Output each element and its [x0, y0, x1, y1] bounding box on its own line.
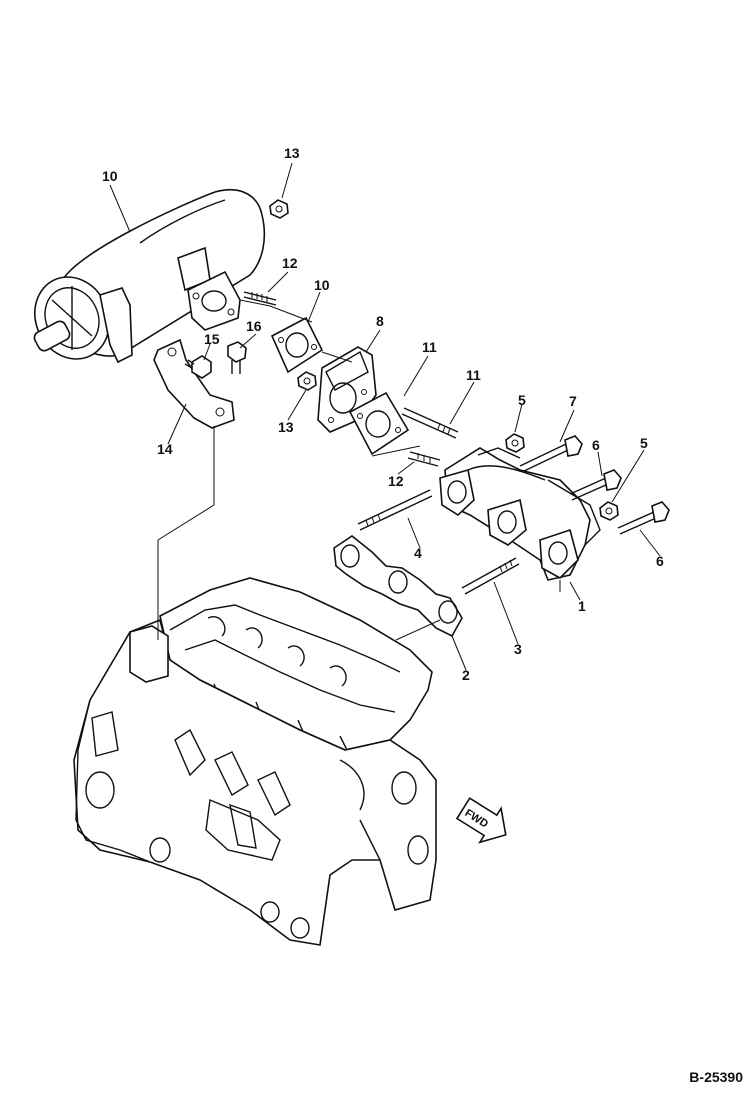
callout-6-upper: 6 — [592, 437, 600, 453]
callout-8: 8 — [376, 313, 384, 329]
fwd-arrow: FWD — [455, 797, 507, 844]
nut-13-upper — [269, 199, 289, 219]
callout-5-lower: 5 — [640, 435, 648, 451]
stud-3 — [461, 557, 520, 595]
callout-9: 10 — [102, 168, 118, 184]
bolt-15 — [184, 355, 212, 379]
callout-11-number: 11 — [466, 367, 481, 383]
callout-7: 7 — [569, 393, 577, 409]
callout-15: 15 — [204, 331, 220, 347]
stud-12-lower — [407, 451, 441, 467]
figure-id: B-25390 — [689, 1069, 743, 1085]
callout-2: 2 — [462, 667, 470, 683]
callout-3: 3 — [514, 641, 522, 657]
muffler-bracket — [153, 338, 235, 429]
callout-12-lower: 12 — [388, 473, 404, 489]
assembly-lines — [157, 299, 561, 641]
callout-13-lower: 13 — [278, 419, 294, 435]
callout-13-upper: 13 — [284, 145, 300, 161]
callout-1: 1 — [578, 598, 586, 614]
callout-leaders — [109, 162, 661, 671]
callout-12-upper: 12 — [282, 255, 298, 271]
stud-4 — [357, 489, 433, 531]
callouts: 10 13 12 10 8 16 15 14 13 11 11 11 12 12… — [102, 145, 664, 683]
engine-block — [73, 577, 437, 946]
gasket-10-upper — [270, 316, 324, 374]
callout-16: 16 — [246, 318, 262, 334]
bolt-7 — [519, 435, 583, 473]
callout-4: 4 — [414, 545, 422, 561]
stud-11 — [401, 407, 459, 439]
manifold-gasket — [333, 535, 463, 638]
nut-13-lower — [297, 371, 317, 391]
callout-5-upper: 5 — [518, 392, 526, 408]
nut-5-lower — [599, 501, 619, 521]
gasket-10-lower — [348, 391, 410, 456]
bolt-6-lower — [617, 501, 670, 535]
muffler — [33, 188, 266, 364]
exhaust-manifold — [439, 447, 601, 581]
callout-14: 14 — [157, 441, 173, 457]
bolt-6-upper — [569, 469, 622, 501]
bolt-16 — [227, 341, 247, 374]
callout-10-upper: 10 — [314, 277, 330, 293]
callout-10-lower: 11 — [422, 339, 437, 355]
nut-5-upper — [505, 433, 525, 453]
callout-6-lower: 6 — [656, 553, 664, 569]
stud-12-upper — [243, 291, 277, 306]
